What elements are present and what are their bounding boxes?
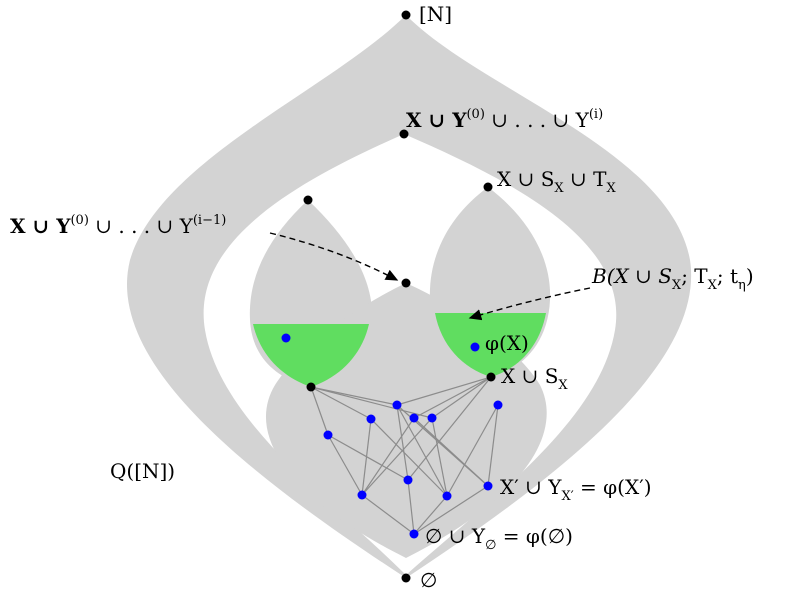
blue-node — [403, 475, 413, 485]
blue-node-phi-x — [470, 342, 480, 352]
label-b: B(X ∪ SX; TX; tη) — [591, 264, 754, 293]
label-bottom: ∅ — [420, 568, 437, 592]
label-empty-phi: ∅ ∪ Y∅ = φ(∅) — [425, 524, 573, 553]
left-leaf-bottom-node — [306, 382, 316, 392]
blue-node — [392, 400, 402, 410]
blue-node — [409, 413, 419, 423]
lattice-edges — [310, 376, 499, 535]
x-sx-tx-node — [483, 182, 493, 192]
blue-node — [366, 414, 376, 424]
blue-node-x-prime — [483, 481, 493, 491]
blue-node — [493, 400, 503, 410]
label-x-y-i-1: X ∪ Y(0) ∪ . . . ∪ Y(i−1) — [10, 213, 226, 238]
left-leaf-top-node — [303, 195, 313, 205]
center-top-node — [401, 278, 411, 288]
bottom-node — [401, 573, 411, 583]
label-phi-x: φ(X) — [485, 331, 529, 355]
blue-nodes — [281, 333, 503, 539]
arrow-b-to-green — [468, 287, 591, 321]
blue-node — [442, 491, 452, 501]
label-q-n: Q([N]) — [110, 459, 175, 483]
blue-node — [357, 490, 367, 500]
label-top: [N] — [419, 2, 452, 26]
label-x-sx: X ∪ SX — [501, 364, 568, 393]
blue-node — [323, 430, 333, 440]
top-node — [401, 10, 411, 20]
right-green-region — [435, 313, 546, 377]
arrow-left-to-center — [269, 232, 399, 281]
x-sx-node — [486, 372, 496, 382]
blue-node — [281, 333, 291, 343]
blue-node-empty-phi — [409, 529, 419, 539]
label-x-y-i: X ∪ Y(0) ∪ . . . ∪ Y(i) — [406, 107, 603, 132]
label-x-prime: X′ ∪ YX′ = φ(X′) — [500, 475, 652, 504]
label-x-sx-tx: X ∪ SX ∪ TX — [497, 167, 617, 196]
blue-node — [427, 413, 437, 423]
x-y-i-node — [399, 129, 409, 139]
